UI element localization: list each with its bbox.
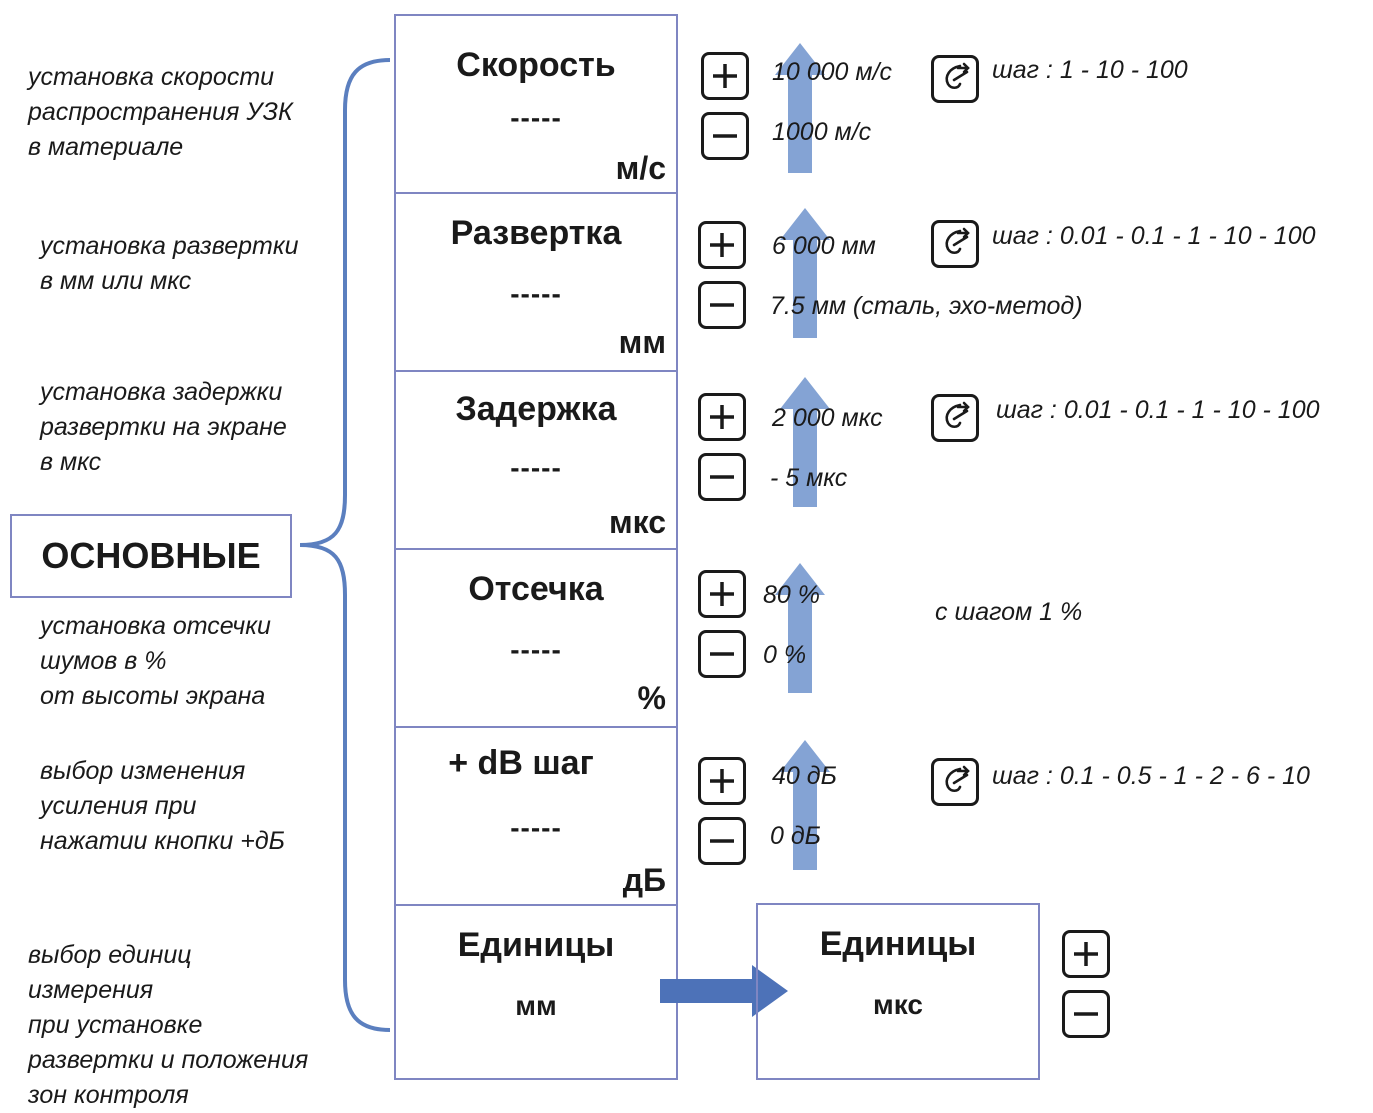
delay-encoder-button[interactable] (931, 394, 979, 442)
speed-minus-button[interactable] (701, 112, 749, 160)
minus-icon (710, 839, 734, 843)
minus-icon (710, 303, 734, 307)
delay-plus-button[interactable] (698, 393, 746, 441)
minus-icon (710, 652, 734, 656)
plus-icon (710, 405, 734, 429)
cutoff-step: с шагом 1 % (935, 598, 1083, 626)
cutoff-min-value: 0 % (763, 641, 807, 669)
description-delay: установка задержки развертки на экране в… (40, 378, 287, 476)
menu-unit-db-step: дБ (622, 862, 666, 898)
menu-value-units-mm: мм (515, 990, 557, 1021)
sweep-encoder-button[interactable] (931, 220, 979, 268)
menu-cell-speed[interactable]: Скорость ----- м/с (394, 14, 678, 192)
minus-icon (713, 134, 737, 138)
delay-minus-button[interactable] (698, 453, 746, 501)
description-db-step: выбор изменения усиления при нажатии кно… (40, 757, 285, 855)
menu-unit-delay: мкс (608, 504, 666, 540)
up-arrow-icon (780, 208, 830, 338)
up-arrow-icon (775, 43, 825, 173)
db-minus-button[interactable] (698, 817, 746, 865)
encoder-knob-icon (945, 765, 970, 793)
main-settings-text: ОСНОВНЫЕ (41, 535, 261, 576)
units-alt-box: Единицы мкс (756, 903, 1040, 1080)
cutoff-minus-button[interactable] (698, 630, 746, 678)
menu-title-speed: Скорость (456, 46, 616, 84)
cutoff-plus-button[interactable] (698, 570, 746, 618)
menu-title-delay: Задержка (455, 390, 617, 428)
db-max-value: 40 дБ (772, 762, 837, 790)
speed-max-value: 10 000 м/с (772, 58, 892, 86)
menu-value-speed: ----- (510, 102, 562, 133)
encoder-knob-icon (945, 401, 970, 429)
minus-icon (710, 475, 734, 479)
delay-min-value: - 5 мкс (770, 464, 848, 492)
delay-step: шаг : 0.01 - 0.1 - 1 - 10 - 100 (996, 396, 1320, 424)
up-arrow-icon (780, 740, 830, 870)
menu-title-units: Единицы (457, 926, 615, 964)
units-alt-value: мкс (873, 989, 923, 1020)
up-arrow-icon (780, 377, 830, 507)
menu-cell-db-step[interactable]: + dB шаг ----- дБ (394, 726, 678, 904)
sweep-minus-button[interactable] (698, 281, 746, 329)
db-encoder-button[interactable] (931, 758, 979, 806)
menu-cell-delay[interactable]: Задержка ----- мкс (394, 370, 678, 548)
menu-title-sweep: Развертка (450, 214, 622, 252)
description-sweep: установка развертки в мм или мкс (40, 232, 299, 295)
up-arrow-icon (775, 563, 825, 693)
menu-unit-cutoff: % (637, 680, 666, 716)
sweep-plus-button[interactable] (698, 221, 746, 269)
units-minus-button[interactable] (1062, 990, 1110, 1038)
menu-value-db-step: ----- (510, 812, 562, 843)
cutoff-max-value: 80 % (763, 581, 820, 609)
menu-cell-sweep[interactable]: Развертка ----- мм (394, 192, 678, 370)
speed-encoder-button[interactable] (931, 55, 979, 103)
speed-plus-button[interactable] (701, 52, 749, 100)
menu-value-cutoff: ----- (510, 634, 562, 665)
db-step: шаг : 0.1 - 0.5 - 1 - 2 - 6 - 10 (992, 762, 1310, 790)
menu-title-cutoff: Отсечка (468, 570, 604, 608)
db-plus-button[interactable] (698, 757, 746, 805)
menu-value-sweep: ----- (510, 278, 562, 309)
description-cutoff: установка отсечки шумов в % от высоты эк… (40, 612, 271, 710)
menu-unit-speed: м/с (615, 150, 666, 186)
plus-icon (713, 64, 737, 88)
encoder-knob-icon (945, 62, 970, 90)
minus-icon (1074, 1012, 1098, 1016)
sweep-step: шаг : 0.01 - 0.1 - 1 - 10 - 100 (992, 222, 1316, 250)
curly-brace-icon (299, 58, 391, 1032)
description-speed: установка скорости распространения УЗК в… (28, 63, 293, 161)
delay-max-value: 2 000 мкс (772, 404, 883, 432)
plus-icon (710, 769, 734, 793)
menu-unit-sweep: мм (618, 324, 666, 360)
sweep-max-value: 6 000 мм (772, 232, 876, 260)
menu-cell-cutoff[interactable]: Отсечка ----- % (394, 548, 678, 726)
units-alt-title: Единицы (819, 925, 977, 963)
main-settings-label: ОСНОВНЫЕ (10, 514, 292, 598)
plus-icon (710, 582, 734, 606)
encoder-knob-icon (945, 227, 970, 255)
description-units: выбор единиц измерения при установке раз… (28, 941, 309, 1109)
plus-icon (1074, 942, 1098, 966)
menu-value-delay: ----- (510, 452, 562, 483)
menu-title-db-step: + dB шаг (448, 744, 594, 782)
speed-step: шаг : 1 - 10 - 100 (992, 56, 1188, 84)
db-min-value: 0 дБ (770, 822, 821, 850)
plus-icon (710, 233, 734, 257)
sweep-min-value: 7.5 мм (сталь, эхо-метод) (770, 292, 1083, 320)
menu-cell-units[interactable]: Единицы мм (394, 904, 678, 1080)
units-plus-button[interactable] (1062, 930, 1110, 978)
speed-min-value: 1000 м/с (772, 118, 872, 146)
